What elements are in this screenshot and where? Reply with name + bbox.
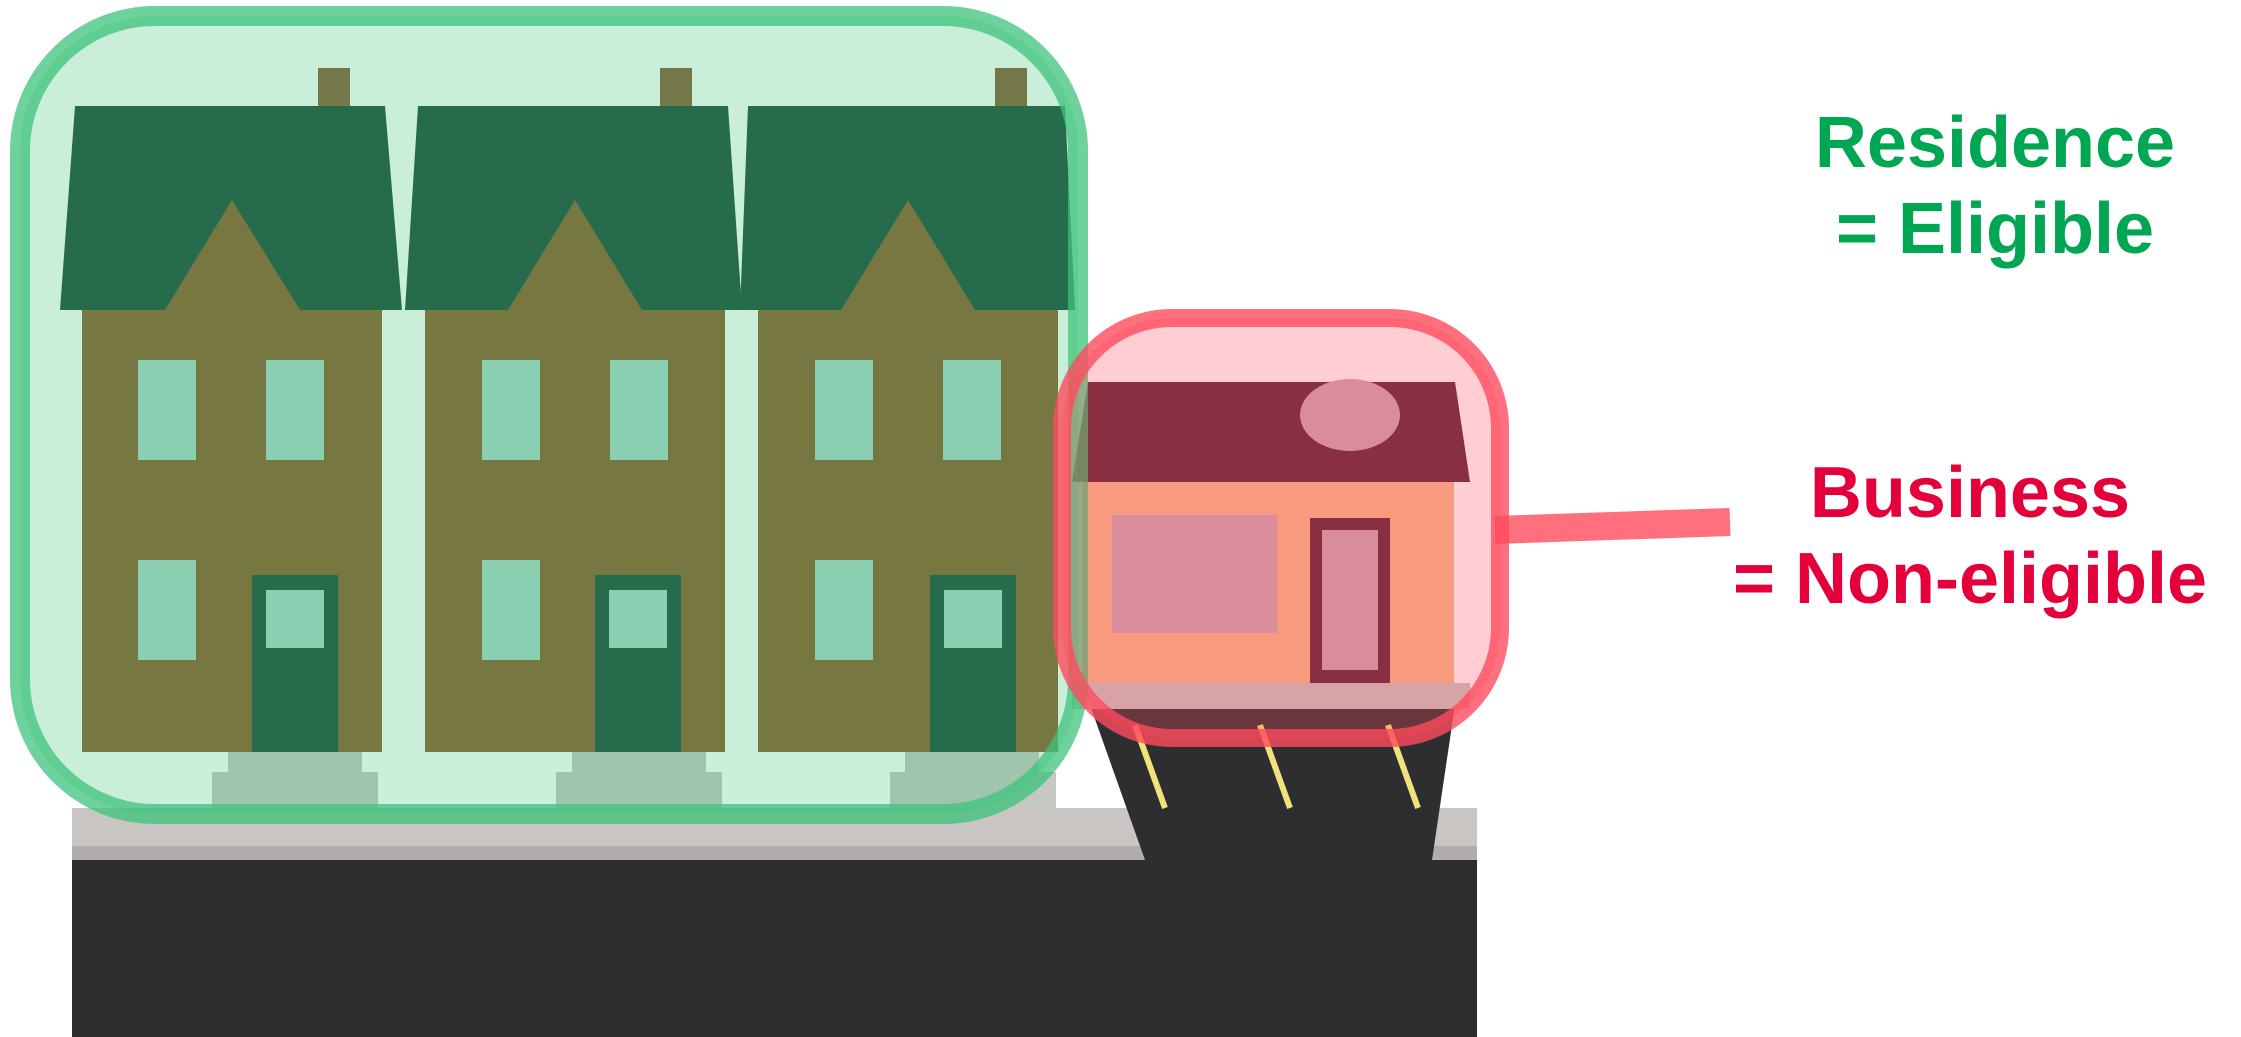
business-label-line2: = Non-eligible	[1690, 536, 2241, 622]
business-highlight	[1062, 318, 1500, 738]
residence-eligible-label: Residence = Eligible	[1780, 100, 2210, 272]
business-label-line1: Business	[1690, 450, 2241, 536]
residence-label-line1: Residence	[1780, 100, 2210, 186]
road	[72, 860, 1477, 1037]
residence-label-line2: = Eligible	[1780, 186, 2210, 272]
business-noneligible-label: Business = Non-eligible	[1690, 450, 2241, 622]
residence-highlight	[20, 16, 1078, 814]
